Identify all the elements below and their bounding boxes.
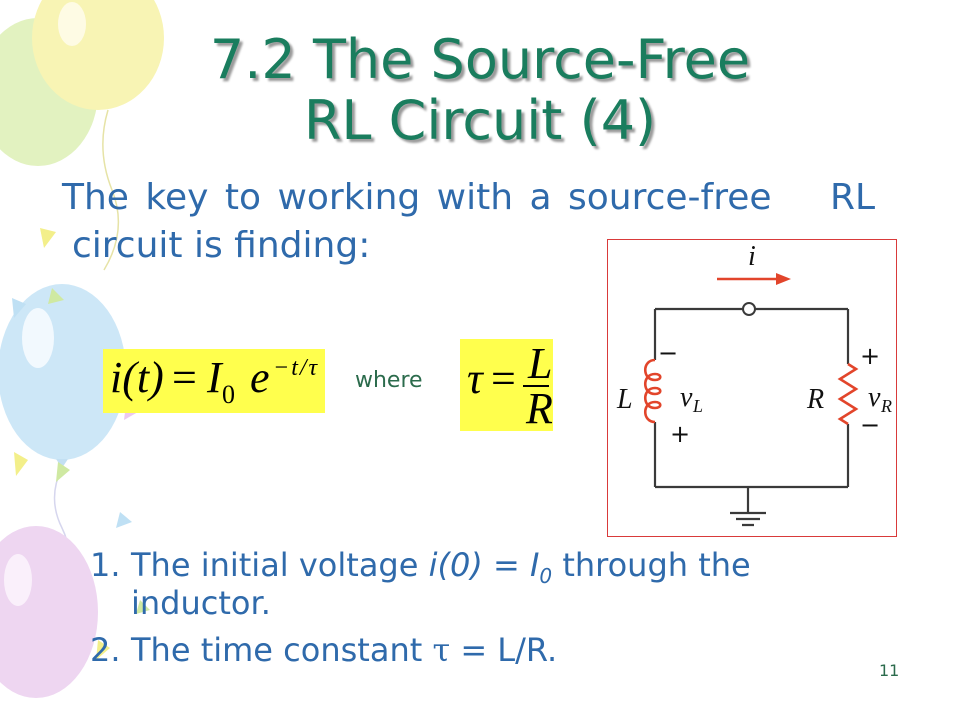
formula-equals: =: [491, 354, 516, 403]
confetti: [14, 452, 28, 476]
balloon-string: [102, 109, 120, 271]
resistor-label: R: [806, 384, 824, 415]
confetti: [56, 462, 70, 482]
balloon-highlight: [58, 2, 86, 46]
formula-exponent: −t/τ: [273, 355, 320, 381]
inductor-voltage-subscript: L: [692, 396, 703, 416]
balloon-knot: [56, 459, 68, 468]
current-label: i: [748, 241, 756, 272]
formula-subscript: 0: [222, 380, 235, 409]
slide-title: 7.2 The Source-Free RL Circuit (4): [0, 29, 960, 151]
formula-lhs: i(t): [110, 353, 164, 402]
formula-equals: =: [172, 353, 197, 402]
balloon-highlight: [22, 308, 54, 368]
tau-symbol: τ: [467, 354, 483, 403]
current-arrow-head: [776, 273, 791, 285]
list-item-number: 2.: [90, 631, 121, 669]
balloon-decoration: [0, 0, 164, 698]
inductor-minus: −: [658, 339, 678, 367]
inductor-coil: [643, 358, 662, 424]
inductor-plus: +: [670, 420, 690, 448]
confetti: [12, 298, 26, 318]
step-text-before: The initial voltage: [131, 546, 429, 584]
current-formula: i(t) = I 0 e −t/τ: [103, 349, 325, 413]
step-initial-current: I: [529, 546, 540, 584]
fraction-bar: [523, 385, 549, 387]
terminal-node: [742, 302, 756, 316]
confetti: [40, 228, 56, 248]
step-expression: i(0): [428, 546, 483, 584]
intro-line-1-tail: RL: [830, 177, 876, 218]
pink-balloon: [0, 526, 98, 698]
title-line-2: RL Circuit (4): [303, 89, 657, 152]
list-item: 1. The initial voltage i(0) = I0 through…: [90, 546, 821, 622]
where-label: where: [355, 368, 423, 393]
ground-icon: [730, 487, 766, 527]
resistor-zigzag: [837, 362, 859, 426]
inductor-voltage: v: [680, 382, 693, 413]
intro-line-1: The key to working with a source-free: [62, 177, 772, 218]
confetti: [48, 288, 64, 304]
step-text-after: = L/R.: [450, 631, 558, 669]
balloon-highlight: [4, 554, 32, 606]
confetti: [96, 640, 110, 660]
resistor-voltage-subscript: R: [880, 396, 892, 416]
fraction-denominator: R: [526, 384, 553, 433]
confetti: [136, 600, 150, 614]
step-subscript: 0: [539, 564, 553, 588]
list-item: 2. The time constant τ = L/R.: [90, 631, 821, 669]
tau-symbol: τ: [432, 631, 451, 669]
resistor-voltage: v: [868, 382, 881, 413]
formula-exp-base: e: [250, 353, 270, 402]
intro-line-2: circuit is finding:: [72, 225, 371, 266]
list-item-text: The time constant τ = L/R.: [131, 631, 821, 669]
list-item-number: 1.: [90, 546, 121, 584]
circuit-schematic: i L − v L + R + v R −: [616, 241, 892, 527]
fraction-numerator: L: [528, 339, 553, 388]
list-item-text: The initial voltage i(0) = I0 through th…: [131, 546, 821, 622]
confetti: [116, 512, 132, 528]
step-text-after: through the inductor.: [131, 546, 751, 622]
rl-circuit-diagram: i L − v L + R + v R −: [607, 239, 897, 537]
formula-initial-current: I: [207, 353, 222, 402]
page-number: 11: [879, 661, 900, 680]
resistor-minus: −: [860, 411, 880, 439]
step-equals: =: [482, 546, 530, 584]
step-text-before: The time constant: [131, 631, 433, 669]
time-constant-formula: τ = L R: [460, 339, 553, 431]
resistor-plus: +: [860, 342, 880, 370]
title-line-1: 7.2 The Source-Free: [209, 28, 751, 91]
inductor-label: L: [616, 384, 633, 415]
